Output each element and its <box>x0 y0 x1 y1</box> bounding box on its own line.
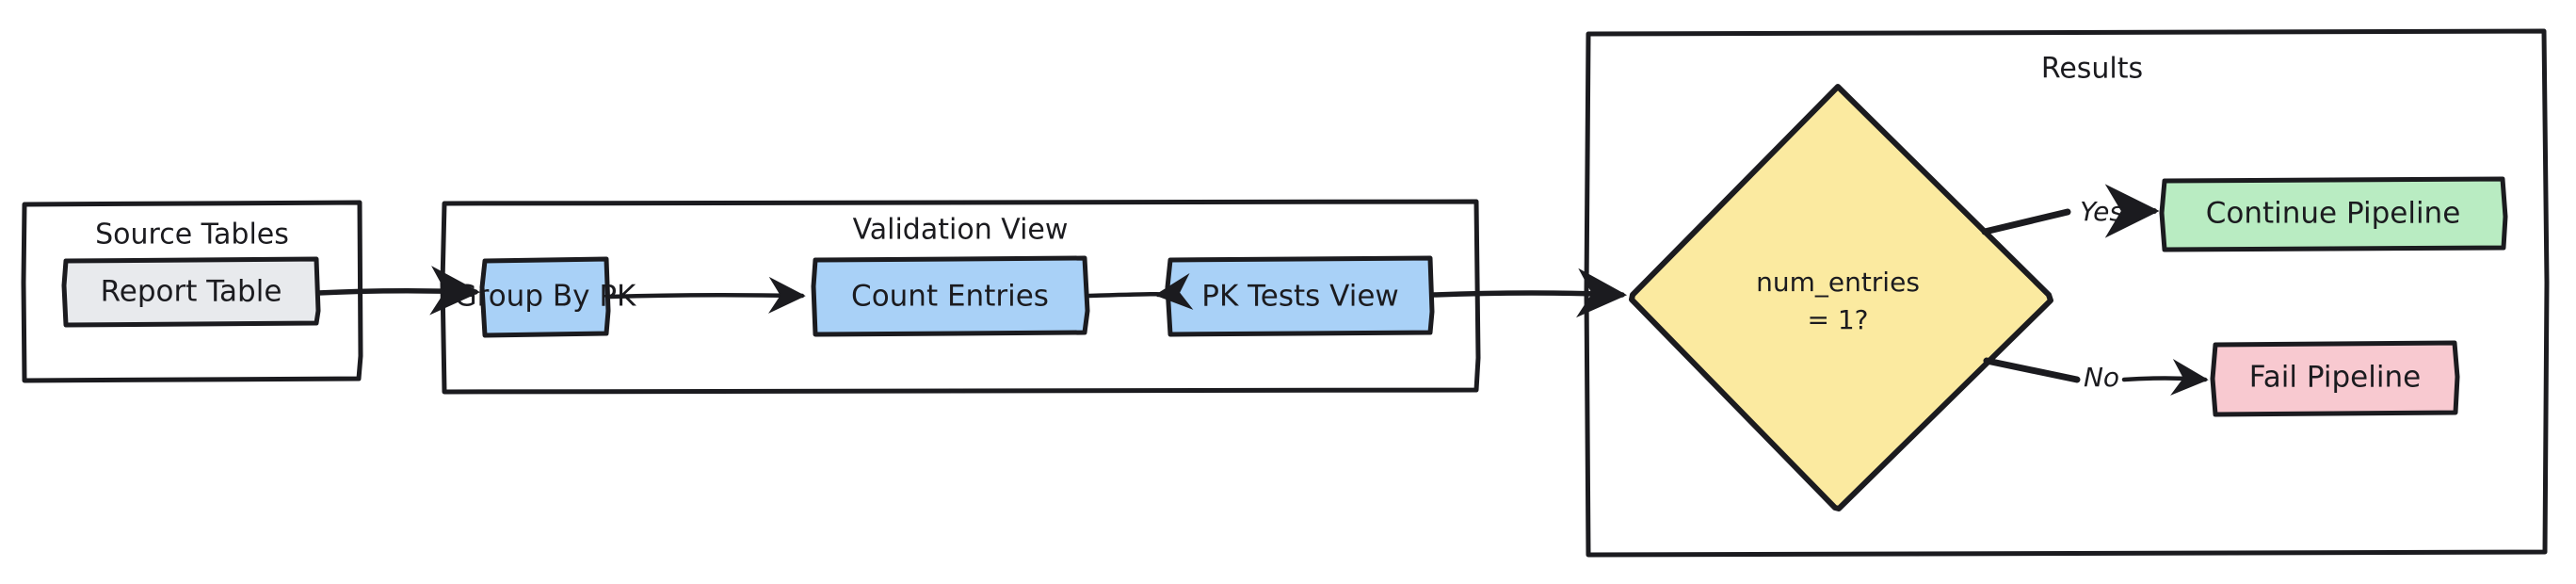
node-report-table[interactable]: Report Table <box>61 256 321 328</box>
decision-label-line1: num_entries <box>1756 267 1920 298</box>
group-by-pk-label: Group By PK <box>455 280 636 314</box>
edge-decision-yes: Yes <box>1981 184 2160 238</box>
group-source-tables: Source Tables <box>21 200 363 383</box>
report-table-shape <box>61 256 321 328</box>
edge-groupby-to-count-line <box>607 276 806 314</box>
edge-decision-no-label: No <box>2084 362 2119 393</box>
decision-label-line2: = 1? <box>1807 304 1868 335</box>
edge-count-to-pktests <box>1087 273 1194 310</box>
edge-report-to-groupby-line <box>315 266 481 316</box>
source-tables-border <box>21 200 363 383</box>
edge-pktests-to-decision-line <box>1431 268 1628 318</box>
edge-count-to-pktests-line <box>1087 273 1194 310</box>
fail-pipeline-label: Fail Pipeline <box>2249 361 2421 395</box>
fail-pipeline-shape <box>2210 340 2460 417</box>
edge-decision-yes-label: Yes <box>2080 196 2123 227</box>
results-title: Results <box>2041 53 2143 86</box>
report-table-label: Report Table <box>101 275 282 309</box>
continue-pipeline-label: Continue Pipeline <box>2206 197 2461 231</box>
node-group-by-pk[interactable]: Group By PK <box>455 256 636 338</box>
count-entries-shape <box>811 255 1090 337</box>
node-fail-pipeline[interactable]: Fail Pipeline <box>2210 340 2460 417</box>
validation-view-title: Validation View <box>853 214 1069 247</box>
edge-decision-yes-line-a <box>1981 208 2071 235</box>
edge-groupby-to-count <box>607 276 806 314</box>
node-continue-pipeline[interactable]: Continue Pipeline <box>2159 176 2508 252</box>
group-by-pk-shape <box>479 256 611 338</box>
node-count-entries[interactable]: Count Entries <box>811 255 1090 337</box>
count-entries-label: Count Entries <box>851 280 1049 314</box>
edge-decision-no-line-a <box>1983 357 2081 383</box>
source-tables-title: Source Tables <box>95 219 289 251</box>
pk-tests-view-label: PK Tests View <box>1201 280 1399 314</box>
continue-pipeline-shape <box>2159 176 2508 252</box>
edge-decision-no-line-b <box>2121 359 2209 396</box>
edge-decision-no: No <box>1983 357 2209 396</box>
node-pk-tests-view[interactable]: PK Tests View <box>1165 255 1435 337</box>
edge-report-to-groupby <box>315 266 481 316</box>
edge-pktests-to-decision <box>1431 268 1628 318</box>
node-num-entries-decision[interactable]: num_entries = 1? <box>1629 84 2053 511</box>
decision-diamond-shape <box>1629 84 2053 511</box>
